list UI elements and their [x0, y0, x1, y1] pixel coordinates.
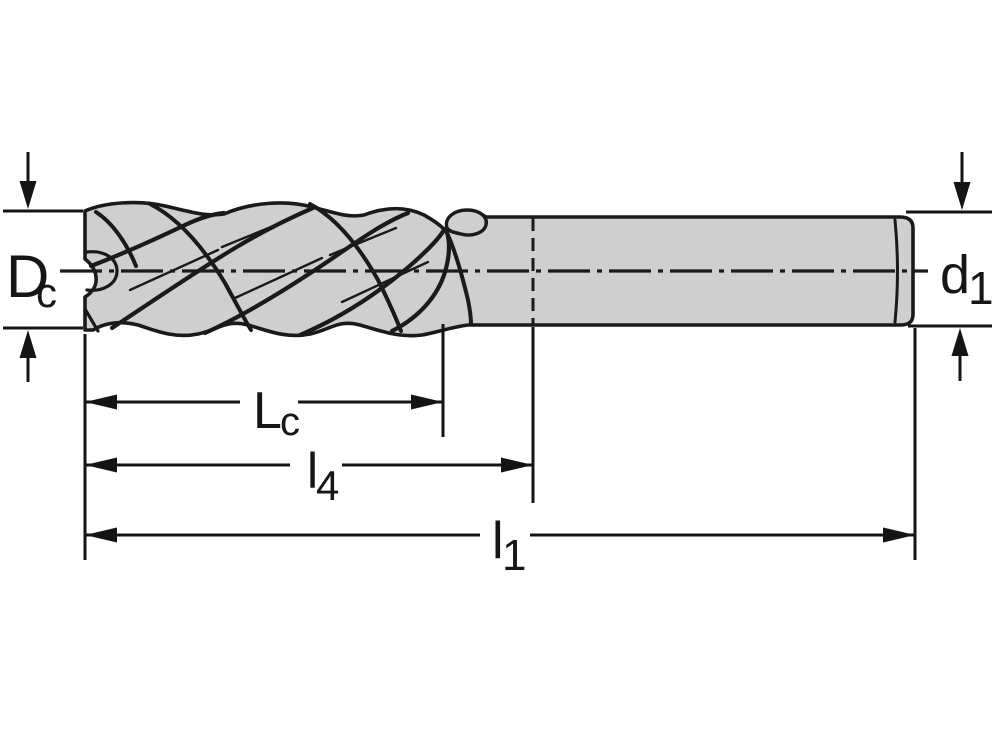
tool-silhouette	[83, 200, 915, 338]
end-tooth-wedge	[83, 307, 100, 333]
end-tooth-beak	[85, 250, 119, 292]
dimension-labels: D c d 1 L c l 4 l 1	[6, 243, 994, 580]
label-cutting-diameter: D	[6, 243, 49, 310]
extension-lines	[83, 324, 917, 560]
flute-far-edges	[94, 202, 473, 333]
flute-runout-loop	[444, 208, 488, 237]
dimensions	[3, 152, 992, 560]
dimension-cutting-length	[85, 394, 443, 410]
label-shank-diameter: d	[940, 245, 970, 305]
label-l4: l	[307, 443, 318, 499]
dimension-shank-diameter	[906, 152, 992, 381]
dimension-overall-length	[85, 527, 915, 543]
dimension-cutting-diameter	[3, 152, 83, 382]
dimension-l4	[85, 457, 533, 473]
end-mill-body	[83, 200, 915, 338]
label-overall-length-sub: 1	[502, 531, 526, 580]
label-l4-sub: 4	[316, 462, 339, 509]
label-cutting-diameter-sub: c	[36, 269, 57, 316]
shank-end-edge	[893, 218, 899, 324]
label-cutting-length-sub: c	[280, 400, 300, 444]
label-cutting-length: L	[253, 382, 282, 440]
label-overall-length: l	[492, 512, 504, 570]
label-shank-diameter-sub: 1	[968, 262, 994, 314]
flute-land-lines	[128, 218, 430, 304]
